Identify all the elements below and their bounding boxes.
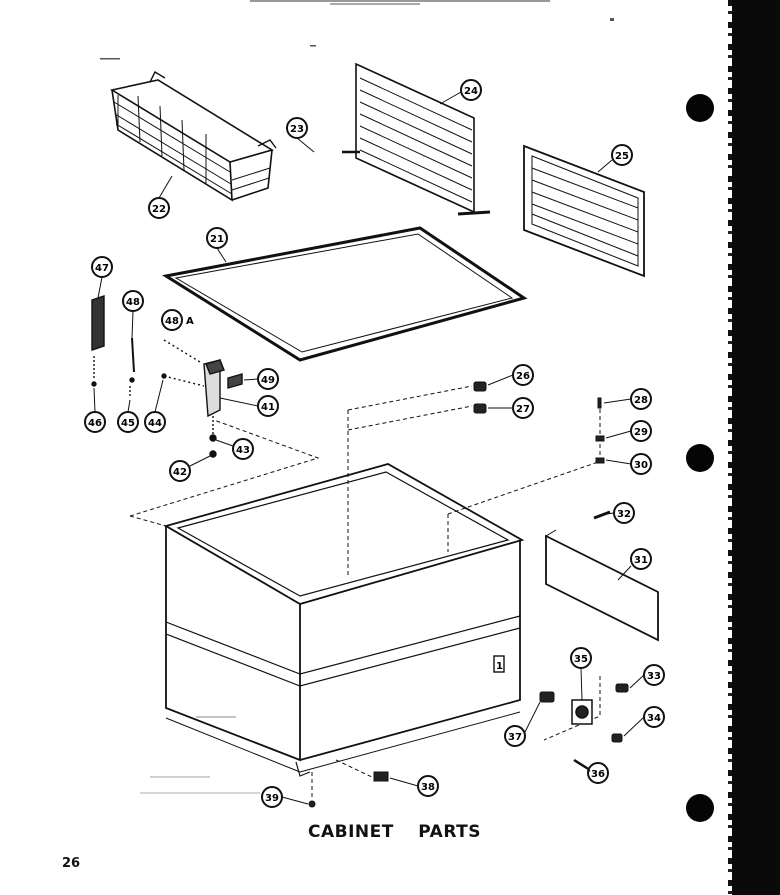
svg-text:31: 31 — [634, 555, 648, 566]
bottom-scan-noise — [140, 716, 260, 794]
svg-text:37: 37 — [508, 732, 522, 743]
access-panel — [545, 529, 659, 642]
svg-text:21: 21 — [210, 234, 224, 245]
svg-text:47: 47 — [95, 263, 109, 274]
svg-text:45: 45 — [121, 418, 135, 429]
callout-30: 30 — [630, 453, 652, 475]
callout-37: 37 — [504, 725, 526, 747]
callout-48a: 48 — [161, 309, 183, 331]
callout-47: 47 — [91, 256, 113, 278]
callout-38: 38 — [417, 775, 439, 797]
cabinet-badge-label: 1 — [496, 661, 503, 672]
callout-24: 24 — [460, 79, 482, 101]
cabinet-body — [163, 463, 525, 777]
svg-text:25: 25 — [615, 151, 629, 162]
diagram-title: CABINET PARTS — [308, 822, 481, 842]
binder-hole-top — [686, 94, 714, 122]
callout-23: 23 — [286, 117, 308, 139]
svg-text:48: 48 — [126, 297, 140, 308]
callout-43: 43 — [232, 438, 254, 460]
callout-36: 36 — [587, 762, 609, 784]
svg-text:49: 49 — [261, 375, 275, 386]
callout-leaders — [93, 91, 645, 805]
svg-text:34: 34 — [647, 713, 661, 724]
svg-text:43: 43 — [236, 445, 250, 456]
assembly-leaders — [129, 385, 605, 800]
callout-25: 25 — [611, 144, 633, 166]
callout-21: 21 — [206, 227, 228, 249]
callout-33: 33 — [643, 664, 665, 686]
basket — [109, 71, 277, 202]
svg-text:32: 32 — [617, 509, 631, 520]
divider-panel — [342, 62, 491, 216]
binder-hole-bottom — [686, 794, 714, 822]
callout-35: 35 — [570, 647, 592, 669]
svg-text:39: 39 — [265, 793, 279, 804]
svg-text:48: 48 — [165, 316, 179, 327]
svg-text:35: 35 — [574, 654, 588, 665]
callout-42: 42 — [169, 460, 191, 482]
svg-text:22: 22 — [152, 204, 166, 215]
svg-text:30: 30 — [634, 460, 648, 471]
svg-text:42: 42 — [173, 467, 187, 478]
callout-22: 22 — [148, 197, 170, 219]
callout-46: 46 — [84, 411, 106, 433]
callout-34: 34 — [643, 706, 665, 728]
callout-suffix: A — [186, 316, 194, 327]
svg-text:33: 33 — [647, 671, 661, 682]
scan-noise — [100, 0, 614, 60]
hinge-parts — [91, 295, 243, 458]
svg-text:44: 44 — [148, 418, 162, 429]
binder-hole-middle — [686, 444, 714, 472]
svg-text:23: 23 — [290, 124, 304, 135]
svg-text:38: 38 — [421, 782, 435, 793]
svg-text:29: 29 — [634, 427, 648, 438]
svg-text:41: 41 — [261, 402, 275, 413]
page-number: 26 — [62, 856, 81, 871]
svg-text:26: 26 — [516, 371, 530, 382]
callout-32: 32 — [613, 502, 635, 524]
end-panel — [523, 144, 645, 278]
svg-text:36: 36 — [591, 769, 605, 780]
callout-31: 31 — [630, 548, 652, 570]
callout-41: 41 — [257, 395, 279, 417]
callout-48: 48 — [122, 290, 144, 312]
lid-gasket — [161, 226, 528, 362]
callout-29: 29 — [630, 420, 652, 442]
callout-27: 27 — [512, 397, 534, 419]
callout-44: 44 — [144, 411, 166, 433]
svg-text:27: 27 — [516, 404, 530, 415]
thermostat — [571, 699, 593, 725]
svg-text:46: 46 — [88, 418, 102, 429]
svg-text:28: 28 — [634, 395, 648, 406]
scan-binding-edge — [732, 0, 780, 895]
callout-49: 49 — [257, 368, 279, 390]
callout-45: 45 — [117, 411, 139, 433]
callout-39: 39 — [261, 786, 283, 808]
callout-26: 26 — [512, 364, 534, 386]
small-parts — [308, 381, 629, 808]
callout-28: 28 — [630, 388, 652, 410]
svg-text:24: 24 — [464, 86, 478, 97]
